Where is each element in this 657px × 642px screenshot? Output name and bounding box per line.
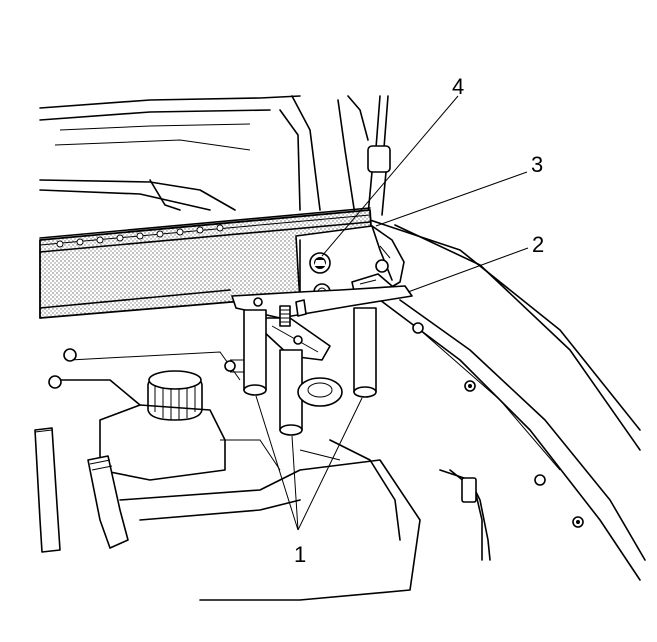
radiator-support-bar (39, 207, 376, 319)
leader-lines (255, 95, 529, 531)
engine-bay-background (34, 95, 646, 601)
support-tubes (224, 307, 377, 436)
callout-4: 4 (452, 74, 464, 99)
callout-3: 3 (531, 152, 543, 177)
callout-1: 1 (294, 542, 306, 567)
latch-bolt (309, 252, 331, 274)
callout-2: 2 (532, 232, 544, 257)
